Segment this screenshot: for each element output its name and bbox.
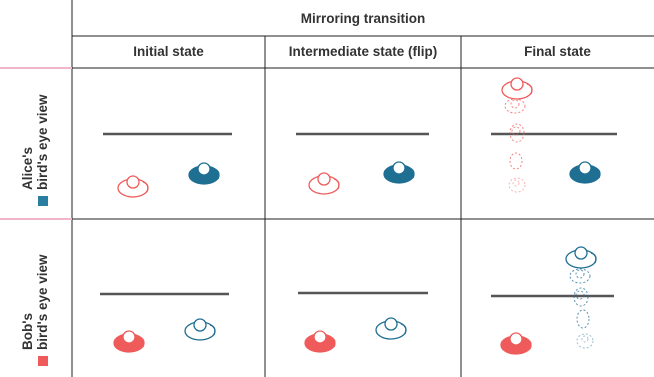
row-label-alice: Alice's bird's eye view <box>20 94 50 206</box>
row-label-alice-line1: Alice's <box>20 147 35 190</box>
alice-head-filled-icon <box>569 161 601 184</box>
alice-head-filled-icon <box>188 162 220 185</box>
bob-head-outline-icon <box>117 175 149 198</box>
column-header-final: Final state <box>524 44 591 59</box>
row-label-bob-line2: bird's eye view <box>35 254 50 350</box>
row-label-bob: Bob's bird's eye view <box>20 254 50 366</box>
bob-head-outline-icon <box>501 77 533 100</box>
alice-swatch <box>38 196 48 206</box>
bob-head-filled-icon <box>113 330 145 353</box>
alice-head-filled-icon <box>383 161 415 184</box>
bob-head-filled-icon <box>500 332 532 355</box>
row-label-alice-line2-wrap: bird's eye view <box>35 94 50 206</box>
column-header-intermediate: Intermediate state (flip) <box>288 44 438 59</box>
alice-head-outline-icon <box>184 318 216 341</box>
bob-head-outline-icon <box>308 172 340 195</box>
row-label-bob-line2-wrap: bird's eye view <box>35 254 50 366</box>
row-label-bob-line1: Bob's <box>20 313 35 350</box>
trajectory-ghost-icon <box>569 268 594 349</box>
column-header-initial: Initial state <box>133 44 204 59</box>
bob-swatch <box>38 356 48 366</box>
trajectory-ghost-icon <box>504 98 526 193</box>
alice-head-outline-icon <box>375 317 407 340</box>
bob-head-filled-icon <box>304 330 336 353</box>
row-label-alice-line2: bird's eye view <box>35 94 50 190</box>
group-title: Mirroring transition <box>300 11 426 26</box>
alice-head-outline-icon <box>565 246 597 269</box>
